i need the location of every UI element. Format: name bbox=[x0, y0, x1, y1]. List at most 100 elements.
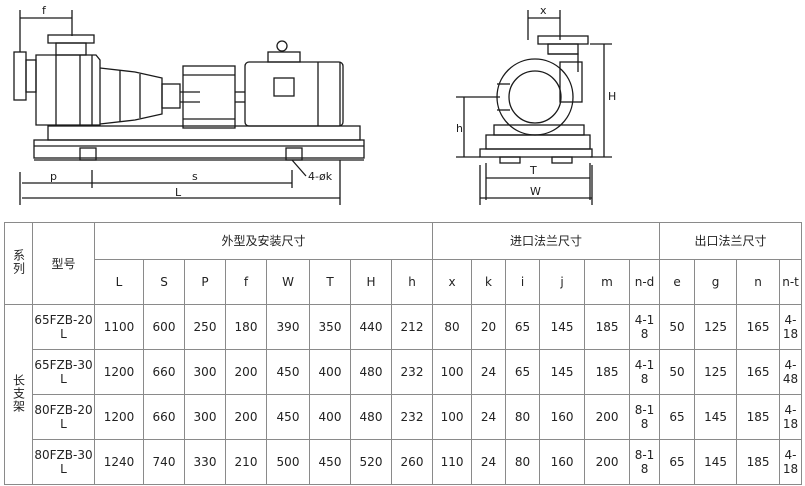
value-cell: 145 bbox=[694, 394, 738, 440]
pump-drawing-svg: f p s L 4-øk x H h T W bbox=[13, 4, 616, 205]
value-cell: 200 bbox=[225, 394, 267, 440]
value-cell: 210 bbox=[225, 439, 267, 485]
value-cell: 300 bbox=[184, 394, 226, 440]
value-cell: 232 bbox=[390, 394, 434, 440]
col-header: T bbox=[309, 259, 351, 305]
model-cell: 65FZB-20L bbox=[32, 304, 95, 350]
pump-drawing: f p s L 4-øk x H h T W bbox=[0, 0, 805, 215]
dim-label-W: W bbox=[530, 185, 541, 198]
value-cell: 250 bbox=[184, 304, 226, 350]
value-cell: 480 bbox=[350, 349, 392, 395]
value-cell: 80 bbox=[505, 394, 541, 440]
value-cell: 160 bbox=[539, 439, 586, 485]
value-cell: 185 bbox=[584, 304, 631, 350]
col-header: S bbox=[143, 259, 185, 305]
series-cell: 长支架 bbox=[4, 304, 33, 485]
model-header: 型号 bbox=[32, 222, 95, 305]
dim-label-T: T bbox=[529, 164, 537, 177]
col-header: e bbox=[659, 259, 696, 305]
table-group-header-row: 系列 型号 外型及安装尺寸 进口法兰尺寸 出口法兰尺寸 bbox=[4, 222, 803, 305]
value-cell: 4-48 bbox=[779, 349, 803, 395]
col-header: P bbox=[184, 259, 226, 305]
value-cell: 390 bbox=[266, 304, 310, 350]
value-cell: 740 bbox=[143, 439, 185, 485]
model-cell: 80FZB-20L bbox=[32, 394, 95, 440]
value-cell: 400 bbox=[309, 394, 351, 440]
value-cell: 80 bbox=[432, 304, 473, 350]
front-view bbox=[13, 10, 365, 205]
value-cell: 660 bbox=[143, 394, 185, 440]
dim-label-p: p bbox=[50, 170, 57, 183]
value-cell: 200 bbox=[225, 349, 267, 395]
series-header: 系列 bbox=[4, 222, 33, 305]
value-cell: 100 bbox=[432, 349, 473, 395]
value-cell: 350 bbox=[309, 304, 351, 350]
value-cell: 8-18 bbox=[629, 394, 661, 440]
col-header: k bbox=[471, 259, 507, 305]
col-header: n-t bbox=[779, 259, 803, 305]
value-cell: 165 bbox=[736, 349, 781, 395]
col-header: g bbox=[694, 259, 738, 305]
value-cell: 4-18 bbox=[629, 304, 661, 350]
value-cell: 212 bbox=[390, 304, 434, 350]
value-cell: 24 bbox=[471, 439, 507, 485]
value-cell: 450 bbox=[266, 394, 310, 440]
col-header: i bbox=[505, 259, 541, 305]
value-cell: 145 bbox=[694, 439, 738, 485]
value-cell: 160 bbox=[539, 394, 586, 440]
col-header: H bbox=[350, 259, 392, 305]
col-header: f bbox=[225, 259, 267, 305]
value-cell: 185 bbox=[736, 439, 781, 485]
value-cell: 1100 bbox=[94, 304, 144, 350]
dim-label-h: h bbox=[456, 122, 463, 135]
value-cell: 440 bbox=[350, 304, 392, 350]
group-outline-header: 外型及安装尺寸 bbox=[93, 222, 434, 260]
dim-label-s: s bbox=[192, 170, 198, 183]
col-header: n-d bbox=[629, 259, 661, 305]
dim-label-holes: 4-øk bbox=[308, 170, 333, 183]
value-cell: 600 bbox=[143, 304, 185, 350]
value-cell: 400 bbox=[309, 349, 351, 395]
group-inlet-header: 进口法兰尺寸 bbox=[432, 222, 661, 260]
value-cell: 20 bbox=[471, 304, 507, 350]
value-cell: 24 bbox=[471, 394, 507, 440]
value-cell: 450 bbox=[309, 439, 351, 485]
dim-label-f: f bbox=[42, 4, 47, 17]
value-cell: 180 bbox=[225, 304, 267, 350]
col-header: L bbox=[94, 259, 144, 305]
value-cell: 4-18 bbox=[629, 349, 661, 395]
value-cell: 660 bbox=[143, 349, 185, 395]
model-cell: 65FZB-30L bbox=[32, 349, 95, 395]
col-header: h bbox=[390, 259, 434, 305]
model-cell: 80FZB-30L bbox=[32, 439, 95, 485]
value-cell: 185 bbox=[584, 349, 631, 395]
value-cell: 200 bbox=[584, 439, 631, 485]
value-cell: 145 bbox=[539, 349, 586, 395]
value-cell: 165 bbox=[736, 304, 781, 350]
value-cell: 125 bbox=[694, 304, 738, 350]
col-header: x bbox=[432, 259, 473, 305]
value-cell: 65 bbox=[659, 439, 696, 485]
group-outlet-header: 出口法兰尺寸 bbox=[659, 222, 803, 260]
value-cell: 450 bbox=[266, 349, 310, 395]
value-cell: 1240 bbox=[94, 439, 144, 485]
value-cell: 480 bbox=[350, 394, 392, 440]
col-header: j bbox=[539, 259, 586, 305]
value-cell: 520 bbox=[350, 439, 392, 485]
value-cell: 4-18 bbox=[779, 439, 803, 485]
value-cell: 200 bbox=[584, 394, 631, 440]
dim-label-x: x bbox=[540, 4, 547, 17]
value-cell: 50 bbox=[659, 304, 696, 350]
table-column-header-row: L S P f W T H h x k i j m n-d e g n n-t bbox=[5, 259, 803, 305]
value-cell: 260 bbox=[390, 439, 434, 485]
value-cell: 330 bbox=[184, 439, 226, 485]
dim-label-L: L bbox=[175, 186, 182, 199]
value-cell: 100 bbox=[432, 394, 473, 440]
value-cell: 500 bbox=[266, 439, 310, 485]
value-cell: 50 bbox=[659, 349, 696, 395]
